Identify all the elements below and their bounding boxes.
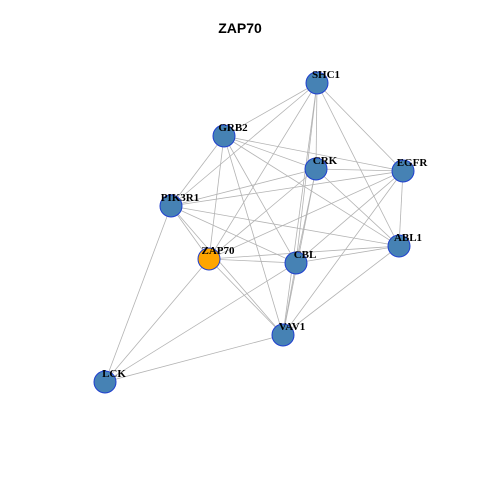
node-abl1: ABL1	[387, 232, 422, 258]
edge-zap70-cbl	[208, 258, 297, 264]
node-circle	[159, 194, 183, 218]
node-shc1: SHC1	[305, 69, 340, 95]
node-pik3r1: PIK3R1	[159, 192, 200, 218]
node-label: LCK	[102, 368, 126, 380]
edge-pik3r1-lck	[104, 205, 172, 383]
node-circle	[284, 251, 308, 275]
edge-shc1-abl1	[316, 82, 400, 247]
edge-zap70-lck	[104, 258, 210, 383]
edge-abl1-vav1	[282, 245, 400, 336]
edge-egfr-zap70	[208, 170, 404, 260]
node-circle	[304, 157, 328, 181]
node-lck: LCK	[93, 368, 126, 394]
node-circle	[305, 71, 329, 95]
edge-cbl-vav1	[282, 262, 297, 336]
edge-vav1-lck	[104, 334, 284, 383]
edge-shc1-egfr	[316, 82, 404, 172]
node-crk: CRK	[304, 155, 338, 181]
node-label: CRK	[313, 155, 338, 167]
edge-grb2-crk	[223, 135, 317, 170]
node-vav1: VAV1	[271, 321, 306, 347]
node-label: ZAP70	[202, 245, 236, 257]
edge-cbl-lck	[104, 262, 297, 383]
edge-shc1-grb2	[223, 82, 318, 137]
edge-grb2-cbl	[223, 135, 297, 264]
edge-shc1-crk	[315, 82, 318, 170]
edge-egfr-pik3r1	[170, 170, 404, 207]
node-label: VAV1	[279, 321, 306, 333]
node-label: ABL1	[394, 232, 422, 244]
edge-cbl-abl1	[295, 245, 400, 264]
edge-crk-zap70	[208, 168, 317, 260]
node-egfr: EGFR	[391, 157, 429, 183]
node-label: GRB2	[218, 122, 248, 134]
edge-grb2-zap70	[208, 135, 225, 260]
edge-shc1-zap70	[208, 82, 318, 260]
edge-zap70-vav1	[208, 258, 284, 336]
edge-pik3r1-abl1	[170, 205, 400, 247]
edge-crk-egfr	[315, 168, 404, 172]
node-label: SHC1	[312, 69, 340, 81]
edge-pik3r1-vav1	[170, 205, 284, 336]
edge-shc1-vav1	[282, 82, 318, 336]
node-grb2: GRB2	[212, 122, 248, 148]
edge-crk-pik3r1	[170, 168, 317, 207]
node-cbl: CBL	[284, 249, 317, 275]
node-label: CBL	[294, 249, 317, 261]
edge-egfr-cbl	[295, 170, 404, 264]
edge-layer	[104, 82, 404, 383]
edge-grb2-vav1	[223, 135, 284, 336]
node-zap70: ZAP70	[197, 245, 236, 271]
edge-crk-abl1	[315, 168, 400, 247]
node-label: EGFR	[397, 157, 429, 169]
node-circle	[93, 370, 117, 394]
edge-grb2-pik3r1	[170, 135, 225, 207]
node-label: PIK3R1	[161, 192, 200, 204]
edge-egfr-vav1	[282, 170, 404, 336]
node-circle	[212, 124, 236, 148]
edge-zap70-abl1	[208, 245, 400, 260]
node-circle	[387, 234, 411, 258]
node-circle	[391, 159, 415, 183]
edge-pik3r1-cbl	[170, 205, 297, 264]
node-circle	[197, 247, 221, 271]
edge-grb2-egfr	[223, 135, 404, 172]
node-circle	[271, 323, 295, 347]
edge-egfr-abl1	[398, 170, 404, 247]
edge-crk-vav1	[282, 168, 317, 336]
figure-title: ZAP70	[218, 20, 262, 36]
edge-shc1-pik3r1	[170, 82, 318, 207]
